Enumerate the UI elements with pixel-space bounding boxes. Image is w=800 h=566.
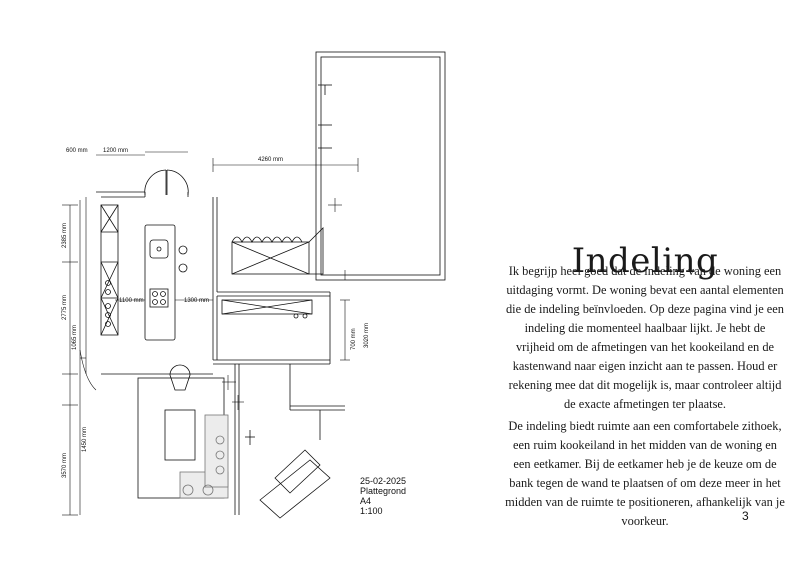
drawing-scale: 1:100	[360, 506, 383, 516]
drawing-paper: A4	[360, 496, 372, 506]
outer-walls	[96, 191, 189, 198]
svg-text:1200 mm: 1200 mm	[103, 148, 128, 154]
storage-units	[221, 227, 324, 319]
kitchen-island	[144, 224, 188, 341]
dimension-lines	[62, 151, 359, 516]
dining-corner	[245, 430, 331, 519]
svg-text:1100 mm: 1100 mm	[119, 298, 144, 304]
dimension-labels: 600 mm 1200 mm 4260 mm 1100 mm 1300 mm 2…	[62, 148, 370, 478]
svg-text:600 mm: 600 mm	[66, 148, 88, 154]
intro-paragraph: Ik begrijp heel goed dat de indeling van…	[505, 264, 784, 411]
drawing-date: 25-02-2025	[360, 476, 407, 486]
kitchen-cabinets	[100, 204, 119, 336]
annex-outline	[315, 51, 446, 281]
svg-text:3020 mm: 3020 mm	[364, 323, 370, 348]
svg-text:1065 mm: 1065 mm	[72, 325, 78, 350]
svg-text:2385 mm: 2385 mm	[62, 223, 68, 248]
entrance-doors	[144, 169, 189, 196]
living-furniture	[137, 364, 229, 499]
drawing-info-block: 25-02-2025 Plattegrond A4 1:100	[360, 476, 406, 516]
svg-text:3570 mm: 3570 mm	[62, 453, 68, 478]
svg-text:700 mm: 700 mm	[351, 328, 357, 350]
svg-text:2775 mm: 2775 mm	[62, 295, 68, 320]
page-title: Indeling	[571, 240, 719, 281]
svg-text:1450 mm: 1450 mm	[82, 427, 88, 452]
svg-text:1300 mm: 1300 mm	[184, 298, 209, 304]
svg-text:4260 mm: 4260 mm	[258, 157, 283, 163]
layout-paragraph: De indeling biedt ruimte aan een comfort…	[505, 419, 785, 528]
page-number: 3	[742, 509, 749, 523]
interior-walls	[101, 197, 345, 515]
drawing-name: Plattegrond	[360, 486, 407, 496]
